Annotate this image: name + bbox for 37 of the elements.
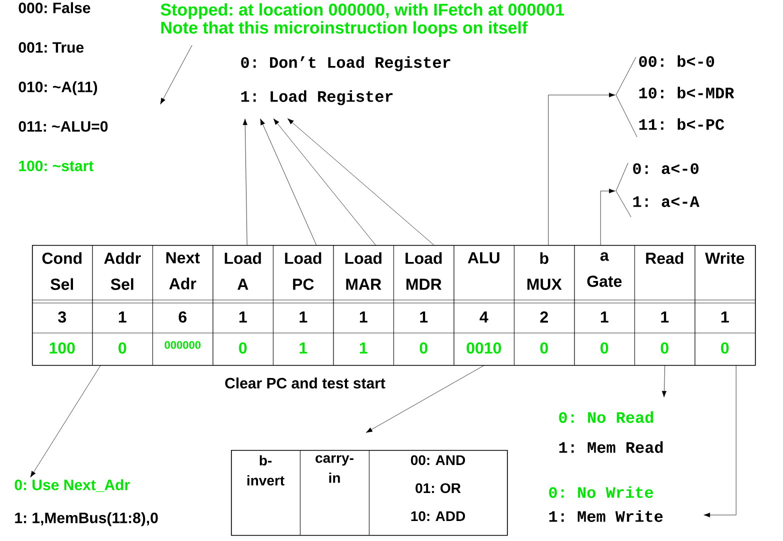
table-column: b MUX 2 0 bbox=[514, 245, 575, 366]
table-column: Next Adr 6 000000 bbox=[152, 245, 214, 366]
caption-text: Clear PC and test start bbox=[225, 378, 386, 388]
note-text: Stopped: at location 000000, with IFetch at 000001 Note that this microinstruction loops on itself bbox=[160, 3, 564, 38]
table-column: Cond Sel 3 100 bbox=[32, 245, 93, 366]
arrow bbox=[548, 92, 616, 246]
arrow bbox=[160, 45, 192, 104]
arrow bbox=[273, 118, 376, 246]
microinstruction-table bbox=[32, 245, 756, 366]
arrow bbox=[704, 365, 736, 518]
table-column: Load MAR 1 1 bbox=[333, 245, 394, 366]
arrow bbox=[600, 188, 616, 246]
arrow bbox=[366, 365, 484, 433]
option-list: 0: No Write 1: Mem Write bbox=[549, 486, 663, 522]
option-list: 000: False 001: True 010: ~A(11) 011: ~ALU=0 100: ~start bbox=[18, 2, 108, 172]
alu-table bbox=[231, 450, 508, 536]
table-column: Load A 1 0 bbox=[212, 245, 274, 366]
table-column: Read 1 0 bbox=[634, 245, 696, 366]
option-list: 0: No Read 1: Mem Read bbox=[559, 411, 663, 453]
option-list: 00: b<-0 10: b<-MDR 11: b<-PC bbox=[639, 55, 734, 130]
table-column: ALU 4 0010 bbox=[454, 245, 514, 366]
arrow bbox=[662, 365, 667, 398]
arrow bbox=[30, 365, 101, 478]
arrow bbox=[260, 118, 317, 246]
table-column: Write 1 0 bbox=[694, 245, 756, 366]
arrow bbox=[287, 118, 434, 246]
option-list: 0: Use Next_Adr 1: 1,MemBus(11:8),0 bbox=[14, 479, 158, 526]
option-list: 0: a<-0 1: a<-A bbox=[633, 163, 700, 208]
table-cell: carry- in bbox=[300, 450, 370, 536]
table-column: Addr Sel 1 0 bbox=[92, 245, 153, 366]
arrow bbox=[242, 118, 248, 246]
table-column: a Gate 1 0 bbox=[574, 245, 635, 366]
table-cell: 00: AND 01: OR 10: ADD bbox=[369, 450, 508, 536]
table-cell: b- invert bbox=[231, 450, 300, 536]
table-column: Load PC 1 1 bbox=[273, 245, 334, 366]
option-list: 0: Don’t Load Register 1: Load Register bbox=[241, 56, 450, 106]
table-column: Load MDR 1 0 bbox=[394, 245, 454, 366]
